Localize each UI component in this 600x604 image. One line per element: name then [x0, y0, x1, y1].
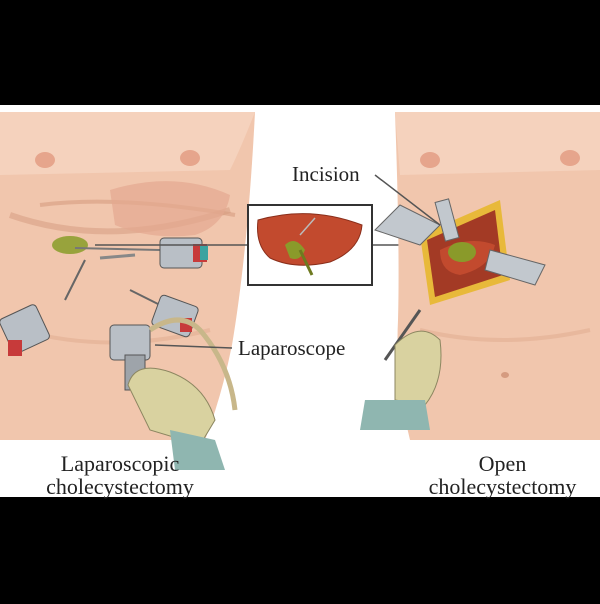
laparoscope-label: Laparoscope: [238, 336, 346, 360]
open-left-nipple: [420, 152, 440, 168]
left-nipple: [35, 152, 55, 168]
inset-gallbladder: [285, 241, 305, 259]
caption-laparoscopic-line2: cholecystectomy: [46, 474, 194, 500]
caption-laparoscopic-line1: Laparoscopic: [60, 451, 180, 476]
incision-label: Incision: [292, 162, 360, 186]
caption-open-line2: cholecystectomy: [428, 474, 577, 500]
open-incision: [374, 174, 546, 305]
liver-inset: [247, 204, 373, 286]
retractor-right: [484, 249, 546, 286]
navel: [501, 372, 509, 378]
incision-leader: [374, 174, 441, 226]
left-surgeon-sleeve: [170, 430, 225, 470]
open-surgeon-hand: [360, 309, 442, 430]
retractor-top: [434, 198, 460, 242]
laparoscope-leader: [154, 344, 233, 349]
right-nipple: [180, 150, 200, 166]
left-surgeon-glove: [127, 367, 216, 446]
liver-outline: [110, 181, 230, 237]
scalpel: [383, 309, 422, 361]
open-gallbladder: [448, 242, 476, 262]
open-right-nipple: [560, 150, 580, 166]
caption-open: Open cholecystectomy: [405, 452, 600, 498]
laparoscope-cable: [148, 317, 238, 411]
liver: [257, 213, 363, 266]
caption-laparoscopic: Laparoscopic cholecystectomy: [20, 452, 220, 498]
gallbladder: [52, 236, 88, 254]
laparoscopic-torso: [0, 112, 255, 440]
right-surgeon-glove: [394, 330, 442, 406]
caption-open-line1: Open: [478, 451, 527, 476]
right-surgeon-sleeve: [360, 400, 430, 430]
